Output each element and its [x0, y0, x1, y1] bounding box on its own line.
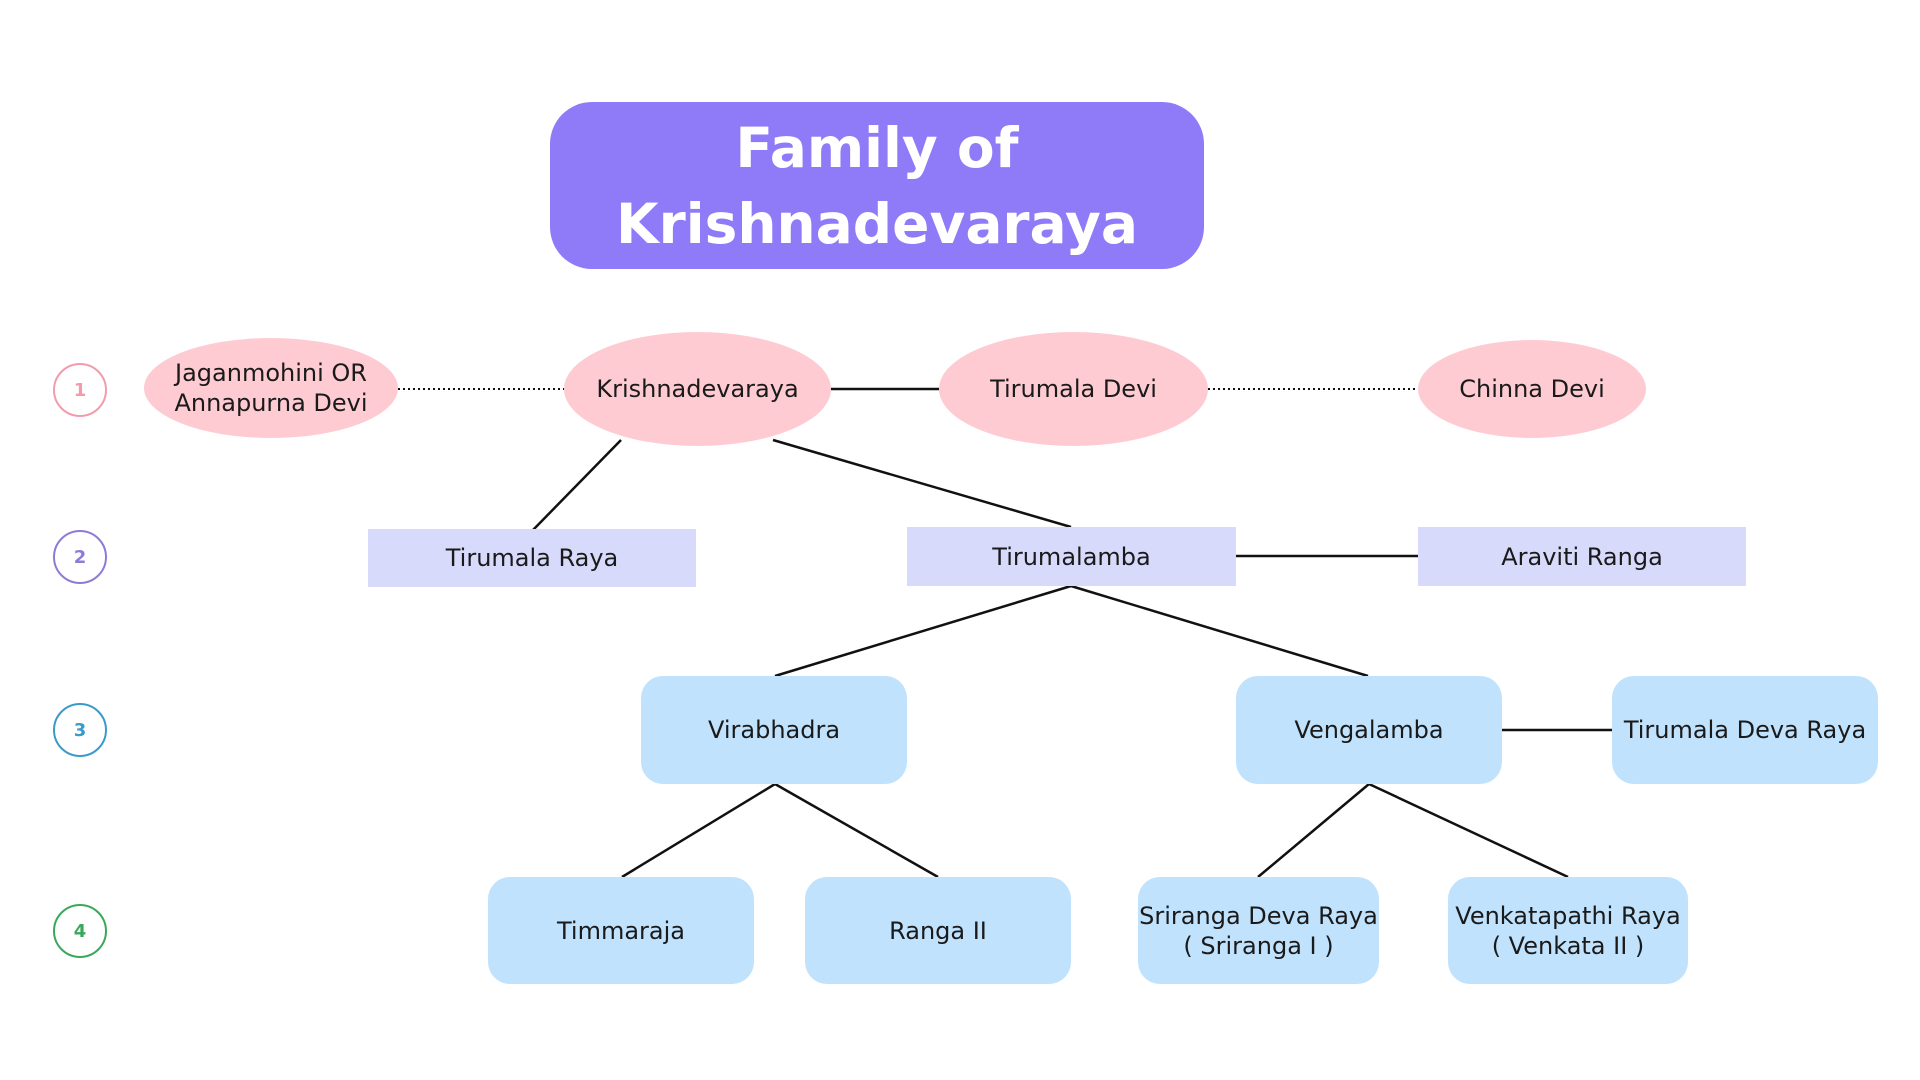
line-virabhadra-timmaraja	[621, 782, 776, 879]
node-tirumala-raya: Tirumala Raya	[368, 529, 696, 587]
line-vengalamba-venkatapathi	[1368, 782, 1569, 879]
level-marker-4: 4	[53, 904, 107, 958]
line-tirumalamba-virabhadra	[774, 584, 1072, 678]
node-tirumalamba: Tirumalamba	[907, 527, 1236, 586]
node-vengalamba: Vengalamba	[1236, 676, 1502, 784]
node-sriranga-deva-raya: Sriranga Deva Raya ( Sriranga I )	[1138, 877, 1379, 984]
node-venkatapathi-raya: Venkatapathi Raya ( Venkata II )	[1448, 877, 1688, 984]
level-marker-3: 3	[53, 703, 107, 757]
node-krishnadevaraya: Krishnadevaraya	[564, 332, 831, 446]
node-ranga-ii: Ranga II	[805, 877, 1071, 984]
line-vengalamba-sriranga	[1257, 783, 1370, 878]
node-virabhadra: Virabhadra	[641, 676, 907, 784]
title-line-2: Krishnadevaraya	[616, 191, 1138, 256]
title-line-1: Family of	[735, 115, 1019, 180]
node-chinna-devi: Chinna Devi	[1418, 340, 1646, 438]
node-tirumala-devi: Tirumala Devi	[939, 332, 1208, 446]
line-tirumalamba-vengalamba	[1070, 584, 1369, 678]
level-marker-1: 1	[53, 363, 107, 417]
line-krishnadevaraya-tirumalamba	[772, 438, 1072, 529]
node-araviti-ranga: Araviti Ranga	[1418, 527, 1746, 586]
line-virabhadra-ranga-ii	[774, 782, 939, 879]
level-marker-2: 2	[53, 530, 107, 584]
diagram-title: Family of Krishnadevaraya	[550, 102, 1204, 269]
node-jaganmohini: Jaganmohini OR Annapurna Devi	[144, 338, 398, 438]
node-tirumala-deva-raya: Tirumala Deva Raya	[1612, 676, 1878, 784]
line-krishnadevaraya-tirumala-raya	[532, 439, 622, 531]
node-timmaraja: Timmaraja	[488, 877, 754, 984]
